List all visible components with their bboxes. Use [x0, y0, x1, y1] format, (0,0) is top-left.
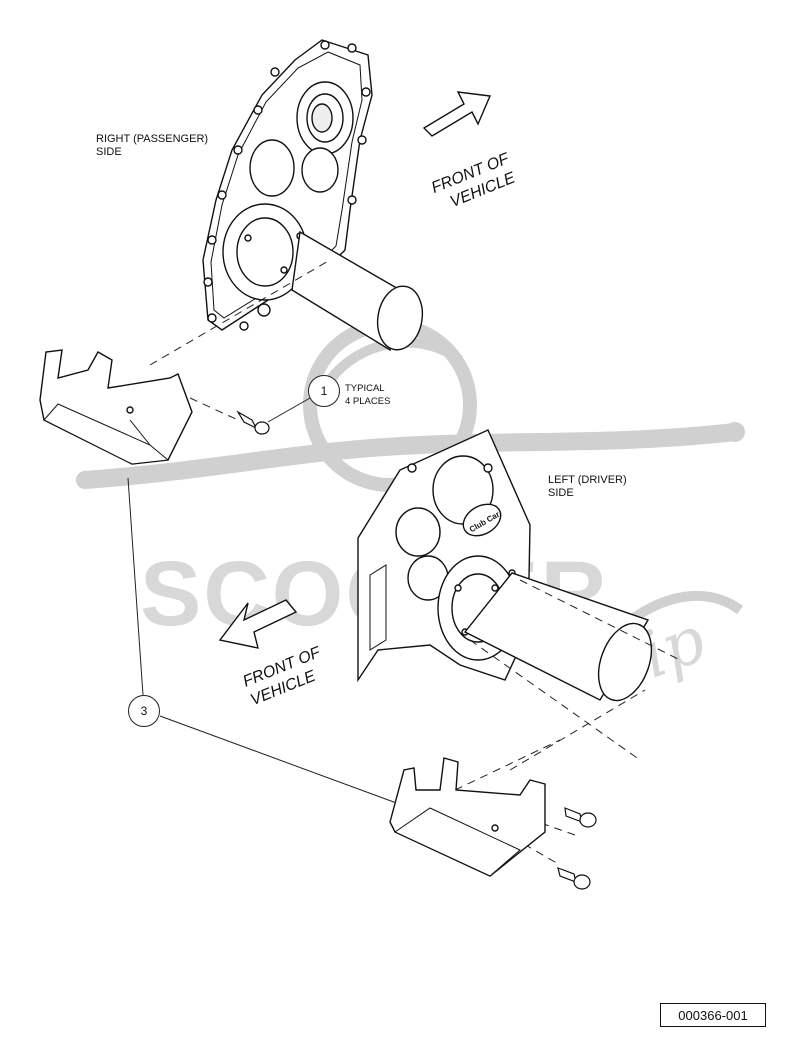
front-of-vehicle-bottom: FRONT OF VEHICLE — [241, 643, 335, 709]
front-arrow-bottom — [218, 599, 298, 649]
bolt-left-lower — [557, 867, 591, 890]
callout-3: 3 — [128, 695, 160, 727]
front-arrow-top — [422, 91, 492, 137]
front-of-vehicle-top: FRONT OF VEHICLE — [429, 149, 523, 215]
bolt-right — [236, 410, 270, 435]
document-number: 000366-001 — [660, 1003, 766, 1027]
bolt-left-upper — [564, 807, 597, 828]
right-passenger-side-label: RIGHT (PASSENGER) SIDE — [96, 133, 209, 158]
left-shield — [389, 757, 546, 877]
left-axle-tube — [463, 572, 653, 702]
typical-places-label: TYPICAL 4 PLACES — [345, 383, 391, 407]
left-driver-side-label: LEFT (DRIVER) SIDE — [548, 474, 627, 499]
assembly-lines-top — [149, 259, 331, 421]
right-axle-tube — [291, 230, 424, 352]
leader-lines — [127, 397, 411, 809]
callout-1: 1 — [308, 375, 340, 407]
right-shield — [39, 349, 193, 465]
